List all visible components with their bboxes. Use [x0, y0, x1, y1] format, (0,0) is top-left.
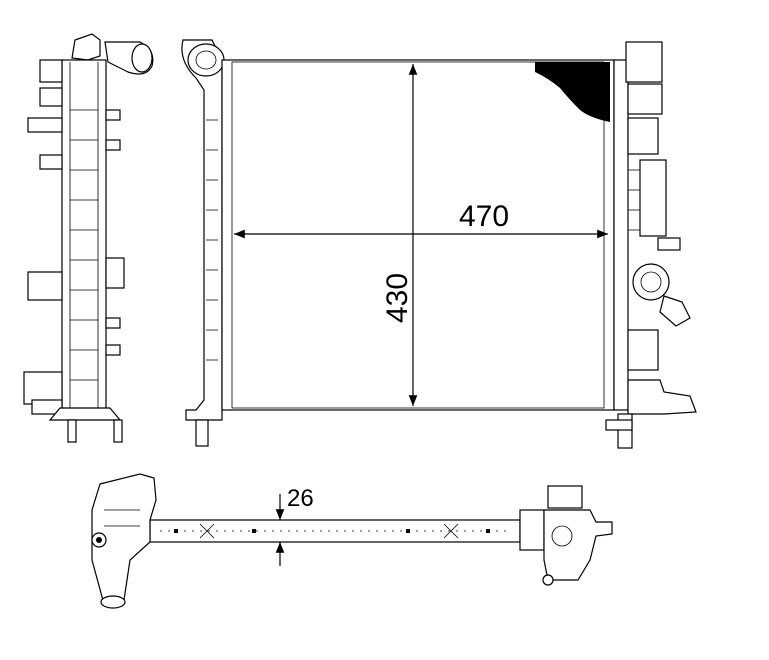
- height-dimension-label: 430: [381, 273, 414, 323]
- width-dimension-label: 470: [459, 200, 509, 233]
- depth-dimension-label: 26: [287, 485, 314, 512]
- top-view: 26: [91, 473, 613, 609]
- side-view: [23, 33, 154, 443]
- front-view: 470 430: [181, 39, 697, 449]
